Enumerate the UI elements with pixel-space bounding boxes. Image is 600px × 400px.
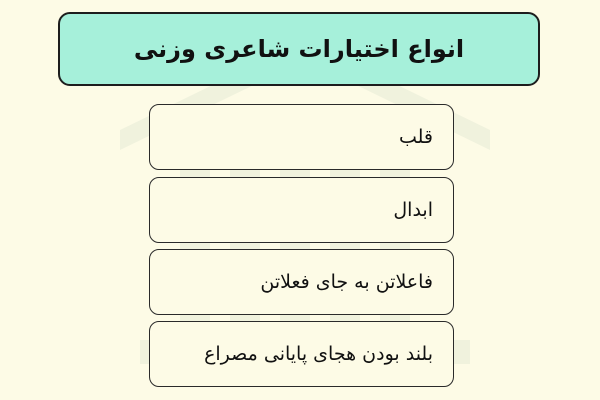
list-item-label: فاعلاتن به جای فعلاتن [260, 271, 433, 293]
list-item-qalb: قلب [149, 104, 454, 170]
diagram-title-box: انواع اختیارات شاعری وزنی [58, 12, 540, 86]
list-item-label: قلب [398, 126, 433, 148]
list-item-faelaton: فاعلاتن به جای فعلاتن [149, 249, 454, 315]
list-item-ebdal: ابدال [149, 177, 454, 243]
list-item-label: ابدال [393, 199, 433, 221]
diagram-title: انواع اختیارات شاعری وزنی [133, 35, 465, 63]
list-item-final-syllable: بلند بودن هجای پایانی مصراع [149, 321, 454, 387]
list-item-label: بلند بودن هجای پایانی مصراع [204, 343, 433, 365]
